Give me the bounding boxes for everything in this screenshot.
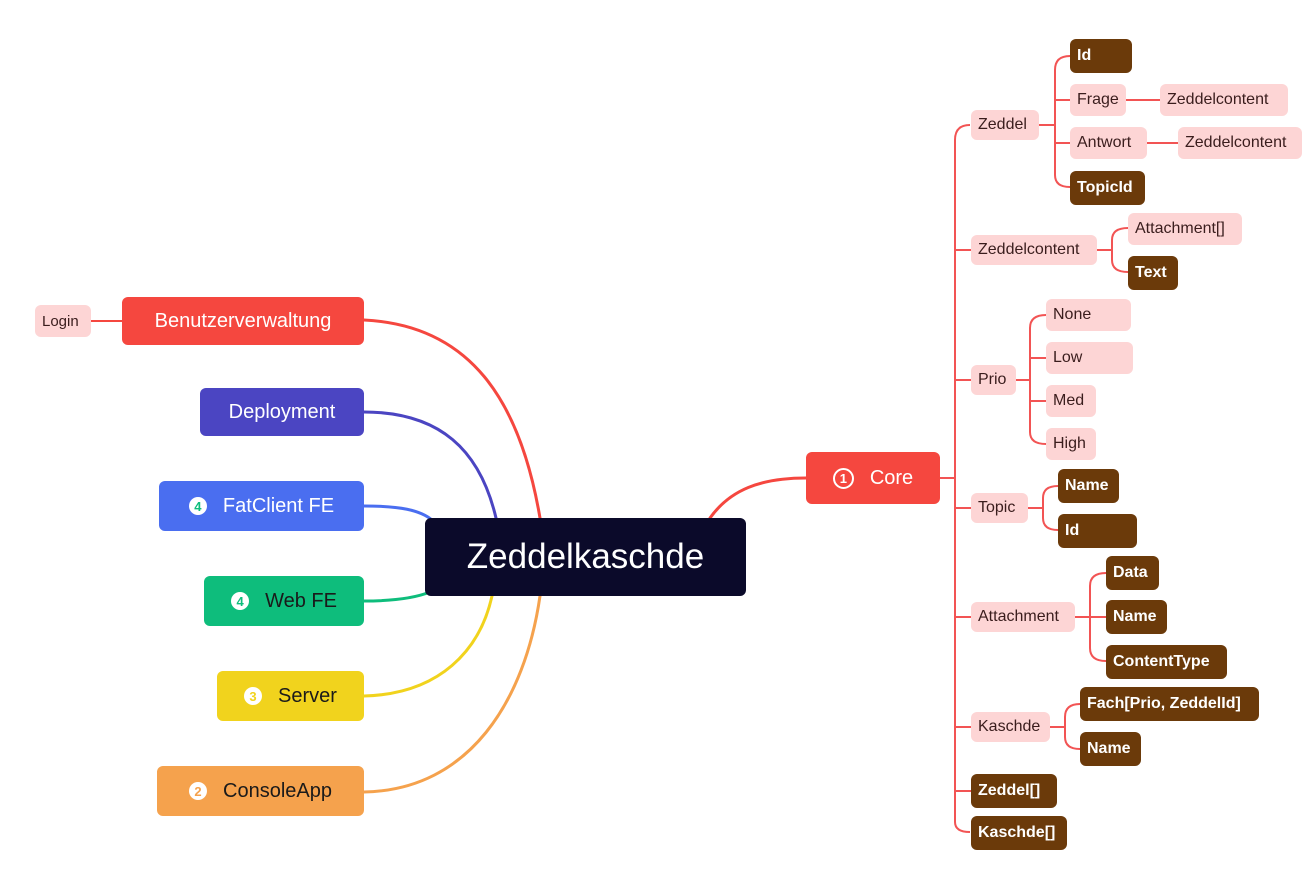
frage-label: Frage [1077, 91, 1119, 108]
priority-badge-icon: 2 [189, 782, 208, 800]
benutzerverwaltung-label: Benutzerverwaltung [154, 309, 332, 332]
attachment-contenttype-node[interactable]: ContentType [1106, 645, 1227, 679]
link-fatclient [362, 504, 434, 522]
prio-branch [1016, 314, 1047, 445]
attachment-list-label: Attachment[] [1135, 220, 1225, 237]
topic-id-label: Id [1065, 522, 1080, 539]
login-label: Login [42, 312, 79, 330]
core-node[interactable]: 1 Core [806, 452, 940, 504]
antwort-label: Antwort [1077, 134, 1132, 151]
link-webfe [362, 590, 432, 603]
text-label: Text [1135, 264, 1167, 281]
deployment-node[interactable]: Deployment [200, 388, 364, 436]
attachment-branch [1075, 572, 1107, 662]
prio-med-label: Med [1053, 392, 1085, 409]
attachment-contenttype-label: ContentType [1113, 653, 1210, 670]
kaschde-name-label: Name [1087, 740, 1131, 757]
zeddel-branch [1039, 55, 1071, 188]
zeddel-list-node[interactable]: Zeddel[] [971, 774, 1057, 808]
antwort-content-node[interactable]: Zeddelcontent [1178, 127, 1302, 159]
consoleapp-label: ConsoleApp [223, 779, 332, 802]
link-core [708, 476, 808, 520]
kaschde-label: Kaschde [978, 718, 1041, 735]
zeddel-id-node[interactable]: Id [1070, 39, 1132, 73]
core-trunk [940, 124, 972, 833]
frage-content-label: Zeddelcontent [1167, 91, 1269, 108]
attachment-data-node[interactable]: Data [1106, 556, 1159, 590]
fatclient-label: FatClient FE [222, 494, 335, 517]
zeddelcontent-node[interactable]: Zeddelcontent [971, 235, 1097, 265]
priority-badge-icon: 4 [188, 497, 207, 515]
prio-low-node[interactable]: Low [1046, 342, 1133, 374]
server-label: Server [278, 684, 337, 707]
link-server [362, 594, 494, 698]
prio-node[interactable]: Prio [971, 365, 1016, 395]
prio-high-label: High [1053, 435, 1086, 452]
deployment-label: Deployment [228, 400, 336, 423]
prio-low-label: Low [1053, 349, 1083, 366]
priority-badge-icon: 4 [231, 592, 250, 610]
kaschde-fach-label: Fach[Prio, ZeddelId] [1087, 695, 1241, 712]
kaschde-list-node[interactable]: Kaschde[] [971, 816, 1067, 850]
topic-id-node[interactable]: Id [1058, 514, 1137, 548]
kaschde-list-label: Kaschde[] [978, 824, 1056, 841]
prio-none-node[interactable]: None [1046, 299, 1131, 331]
link-benutzerverwaltung [362, 318, 542, 520]
frage-content-node[interactable]: Zeddelcontent [1160, 84, 1288, 116]
topic-name-label: Name [1065, 477, 1109, 494]
attachment-node[interactable]: Attachment [971, 602, 1075, 632]
attachment-list-node[interactable]: Attachment[] [1128, 213, 1242, 245]
benutzerverwaltung-node[interactable]: Benutzerverwaltung [122, 297, 364, 345]
topic-node[interactable]: Topic [971, 493, 1028, 523]
attachment-name-label: Name [1113, 608, 1157, 625]
zeddel-id-label: Id [1077, 47, 1092, 64]
link-deployment [362, 410, 498, 520]
kaschde-fach-node[interactable]: Fach[Prio, ZeddelId] [1080, 687, 1259, 721]
kaschde-branch [1050, 703, 1081, 750]
webfe-node[interactable]: 4 Web FE [204, 576, 364, 626]
login-node[interactable]: Login [35, 305, 91, 337]
kaschde-node[interactable]: Kaschde [971, 712, 1050, 742]
zeddelcontent-branch [1097, 227, 1129, 273]
kaschde-name-node[interactable]: Name [1080, 732, 1141, 766]
fatclient-node[interactable]: 4 FatClient FE [159, 481, 364, 531]
prio-high-node[interactable]: High [1046, 428, 1096, 460]
webfe-label: Web FE [265, 589, 337, 612]
zeddel-list-label: Zeddel[] [978, 782, 1041, 799]
topicid-node[interactable]: TopicId [1070, 171, 1145, 205]
core-label: Core [869, 466, 914, 489]
attachment-label: Attachment [978, 608, 1059, 625]
zeddel-label: Zeddel [978, 116, 1027, 133]
topic-name-node[interactable]: Name [1058, 469, 1119, 503]
zeddel-node[interactable]: Zeddel [971, 110, 1039, 140]
priority-badge-icon: 1 [832, 467, 854, 489]
server-node[interactable]: 3 Server [217, 671, 364, 721]
attachment-data-label: Data [1113, 564, 1148, 581]
consoleapp-node[interactable]: 2 ConsoleApp [157, 766, 364, 816]
topic-label: Topic [978, 499, 1016, 516]
prio-none-label: None [1053, 306, 1092, 323]
zeddelcontent-label: Zeddelcontent [978, 241, 1080, 258]
prio-label: Prio [978, 371, 1007, 388]
attachment-name-node[interactable]: Name [1106, 600, 1167, 634]
antwort-content-label: Zeddelcontent [1185, 134, 1287, 151]
text-node[interactable]: Text [1128, 256, 1178, 290]
root-node[interactable]: Zeddelkaschde [425, 518, 746, 596]
prio-med-node[interactable]: Med [1046, 385, 1096, 417]
antwort-node[interactable]: Antwort [1070, 127, 1147, 159]
topic-branch [1028, 485, 1059, 531]
root-label: Zeddelkaschde [466, 537, 705, 576]
topicid-label: TopicId [1077, 179, 1133, 196]
link-consoleapp [362, 594, 542, 794]
frage-node[interactable]: Frage [1070, 84, 1126, 116]
priority-badge-icon: 3 [244, 687, 263, 705]
